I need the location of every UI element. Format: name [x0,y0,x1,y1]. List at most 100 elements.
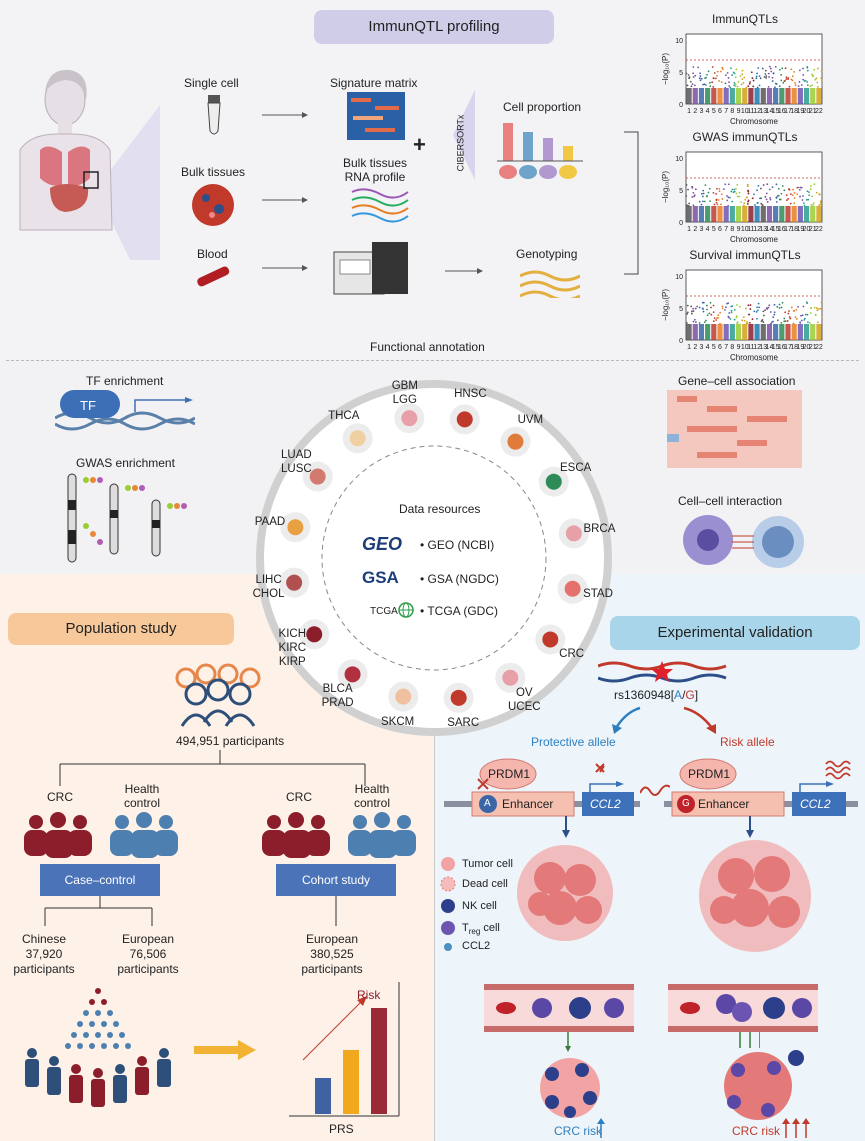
manhattan-block-chr9 [735,88,742,104]
manhattan-chr-tick: 6 [718,226,722,233]
manhattan-block-chr6 [717,324,723,340]
manhattan-point [687,74,690,76]
manhattan-point [820,70,823,73]
manhattan-point [729,318,732,320]
manhattan-block-chr5 [711,324,717,340]
manhattan-block-chr10 [742,324,748,340]
manhattan-point [819,201,822,204]
manhattan-point [769,197,771,199]
manhattan-block-chr13 [760,206,766,222]
allele-a-circle-label: A [484,798,491,809]
manhattan-point [711,81,714,84]
tcga-logo: TCGA [370,606,398,617]
manhattan-point [735,68,738,71]
manhattan-chr-tick: 14 [766,344,774,351]
manhattan-block-chr7 [723,324,729,340]
manhattan-point [724,86,727,89]
manhattan-point [712,192,715,194]
bulk-tissue-icon [192,184,234,226]
manhattan-point [768,76,771,78]
manhattan-point [735,192,738,195]
manhattan-point [765,75,768,77]
input-bulk-tissues: Bulk tissues [181,165,246,179]
manhattan-point [794,316,797,319]
manhattan-chr-tick: 3 [700,344,704,351]
manhattan-point [718,190,721,193]
ccl2-right: CCL2 [800,797,831,811]
cancer-type-label: GBM LGG [391,379,418,406]
manhattan-point [703,321,706,324]
manhattan-point [700,77,703,80]
manhattan-chr-tick: 21 [809,344,817,351]
manhattan-point [702,189,705,192]
manhattan-point [707,191,710,194]
manhattan-point [753,310,756,313]
allele-g-circle-label: G [682,798,690,809]
manhattan-title-1: ImmunQTLs [711,12,778,26]
person-head [49,1056,59,1066]
risk-label: Risk [357,988,381,1002]
manhattan-block-chr4 [705,324,711,340]
globe-icon [398,602,414,618]
prdm1-left: PRDM1 [488,767,531,781]
manhattan-chr-tick: 22 [815,344,823,351]
manhattan-chr-tick: 8 [730,344,734,351]
population-dot [95,988,101,994]
manhattan-point [735,316,738,319]
prs-label: PRS [329,1122,354,1136]
manhattan-point [718,188,721,190]
manhattan-point [691,196,694,198]
human-body-figure [19,69,160,260]
legend-treg-cell-word: cell [480,922,500,934]
manhattan-point [795,308,798,311]
manhattan-point [734,187,737,190]
manhattan-chr-tick: 6 [718,108,722,115]
manhattan-point [728,196,731,199]
manhattan-point [690,310,693,313]
manhattan-point [800,186,803,189]
manhattan-point [738,191,741,194]
manhattan-point [712,86,715,88]
manhattan-point [784,320,787,323]
manhattan-block-chr17 [785,206,791,222]
manhattan-point [726,195,728,197]
manhattan-point [712,320,715,323]
manhattan-point [709,85,712,88]
manhattan-block-chr9 [735,206,742,222]
manhattan-point [783,317,786,320]
manhattan-point [717,199,720,201]
manhattan-point [785,199,788,202]
organ-icon [349,430,366,447]
arrow-to-genotyping [445,268,483,274]
manhattan-chr-tick: 4 [706,108,710,115]
manhattan-point [778,198,781,201]
manhattan-point [719,322,721,325]
manhattan-point [780,73,783,76]
manhattan-point [697,66,700,69]
vessel-left [484,984,634,1032]
manhattan-point [744,198,747,201]
person-body [157,1059,171,1087]
manhattan-block-chr4 [705,88,711,104]
cancer-type-label: CRC [559,648,585,661]
manhattan-chr-tick: 7 [724,226,728,233]
manhattan-point [702,200,704,203]
manhattan-point [728,85,731,87]
manhattan-point [690,85,693,88]
manhattan-block-chr19 [797,88,803,104]
manhattan-point [736,304,738,306]
section-divider-top [6,360,859,361]
manhattan-point [804,313,807,316]
legend-icons [440,857,456,951]
tumor-left [517,845,613,941]
population-dot [125,1043,131,1049]
manhattan-point [809,312,812,314]
tf-label: TF [80,398,96,413]
cancer-type-label: OV UCEC [507,686,541,713]
manhattan-chr-tick: 11 [747,344,754,351]
tf-enrichment-label: TF enrichment [86,374,164,388]
manhattan-point [701,195,704,198]
manhattan-block-chr8 [729,88,735,104]
manhattan-y-tick: 10 [675,274,683,281]
